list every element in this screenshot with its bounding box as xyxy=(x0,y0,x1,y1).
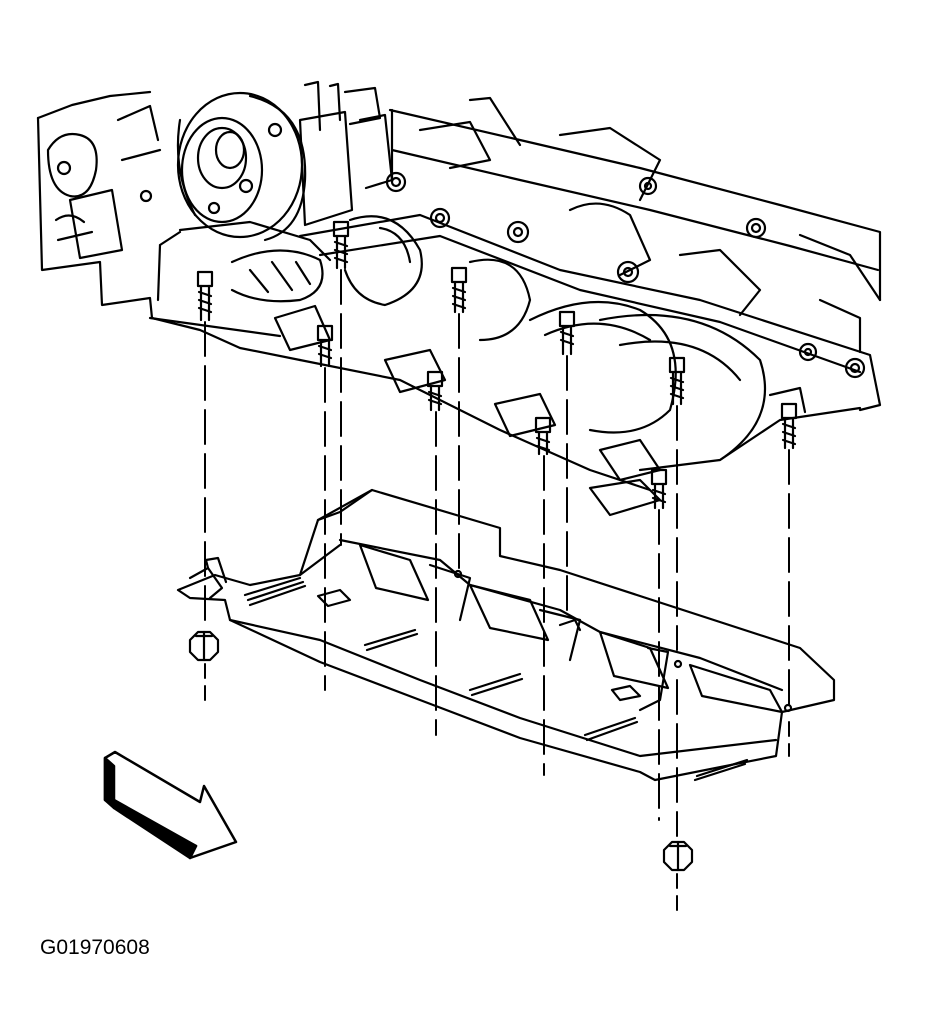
figure-id-label: G01970608 xyxy=(40,936,150,959)
nut xyxy=(662,840,694,872)
bolt xyxy=(196,270,214,322)
bolt xyxy=(558,310,576,356)
bolt xyxy=(780,402,798,450)
nut xyxy=(188,630,220,662)
bolt xyxy=(534,416,552,456)
bolt xyxy=(332,220,350,270)
engine-block xyxy=(36,80,882,517)
crankshaft xyxy=(230,215,767,472)
bolt xyxy=(450,266,468,314)
nuts xyxy=(188,630,694,872)
bolt xyxy=(316,324,334,368)
bolt xyxy=(650,468,668,510)
mounting-bolts xyxy=(196,220,798,510)
front-pulley xyxy=(176,91,307,242)
front-direction-arrow-icon xyxy=(103,750,238,860)
assembly-centerlines xyxy=(204,269,790,916)
bolt xyxy=(426,370,444,412)
oil-pan-baffle xyxy=(176,488,836,782)
bolt xyxy=(668,356,686,406)
